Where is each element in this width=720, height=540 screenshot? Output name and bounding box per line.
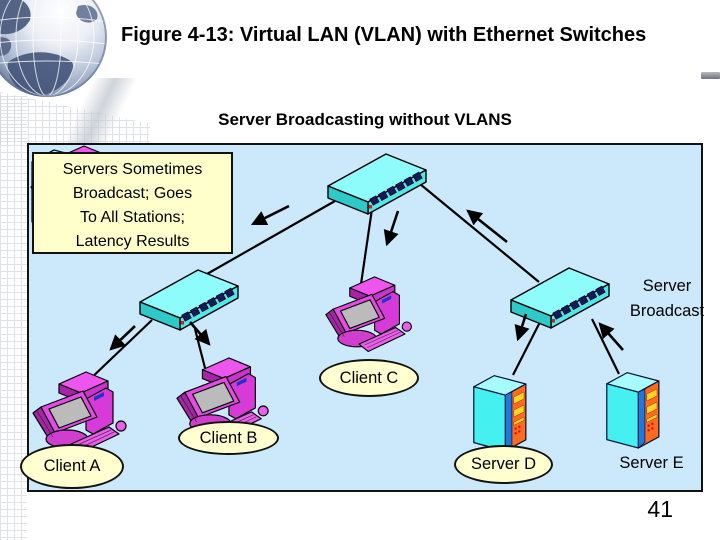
label-client-c-text: Client C: [339, 368, 399, 387]
globe-logo-icon: [0, 0, 107, 97]
label-client-b: Client B: [178, 421, 279, 455]
link-topswitch-rightswitch: [419, 183, 540, 283]
label-server-broadcast-line1: Server: [642, 277, 692, 295]
broadcast-arrow: [514, 313, 530, 342]
client-c-workstation: [325, 276, 412, 352]
slide-title: Figure 4-13: Virtual LAN (VLAN) with Eth…: [121, 24, 647, 46]
note-line: Servers Sometimes: [62, 161, 203, 178]
link-rightswitch-server-d: [512, 321, 541, 376]
label-client-a-text: Client A: [43, 457, 101, 475]
server-e-tower: [606, 372, 660, 449]
broadcast-arrow: [109, 325, 136, 351]
label-client-a: Client A: [20, 444, 124, 489]
broadcast-arrow: [466, 209, 508, 244]
label-server-d-text: Server D: [470, 455, 537, 473]
client-a-workstation: [32, 371, 127, 454]
server-d-tower: [473, 375, 527, 452]
label-server-d: Server D: [454, 445, 553, 484]
broadcast-arrow: [598, 322, 624, 351]
label-client-b-text: Client B: [199, 428, 258, 447]
header-accent-dash: [701, 72, 720, 79]
broadcast-arrow: [383, 210, 400, 247]
link-topswitch-client-c: [359, 201, 375, 285]
switch-top: [327, 153, 427, 215]
link-leftswitch-client-a: [86, 319, 153, 383]
network-diagram: Servers Sometimes Broadcast; Goes To All…: [20, 143, 704, 492]
link-rightswitch-server-e: [591, 318, 620, 375]
note-line: To All Stations;: [80, 209, 185, 226]
note-line: Broadcast; Goes: [72, 185, 193, 202]
label-client-c: Client C: [319, 359, 419, 397]
diagram-heading: Server Broadcasting without VLANS: [218, 110, 512, 129]
label-server-e: Server E: [619, 454, 684, 472]
label-server-broadcast: Server Broadcast: [607, 274, 720, 324]
broadcast-arrow: [189, 321, 211, 346]
label-server-broadcast-line2: Broadcast: [629, 302, 705, 320]
link-topswitch-leftswitch: [206, 200, 336, 275]
broadcast-arrow: [250, 204, 290, 226]
page-number: 41: [647, 496, 673, 522]
broadcast-note: Servers Sometimes Broadcast; Goes To All…: [32, 152, 233, 254]
note-line: Latency Results: [75, 233, 190, 250]
broadcast-arrows: [109, 204, 624, 351]
switch-left: [139, 269, 239, 331]
